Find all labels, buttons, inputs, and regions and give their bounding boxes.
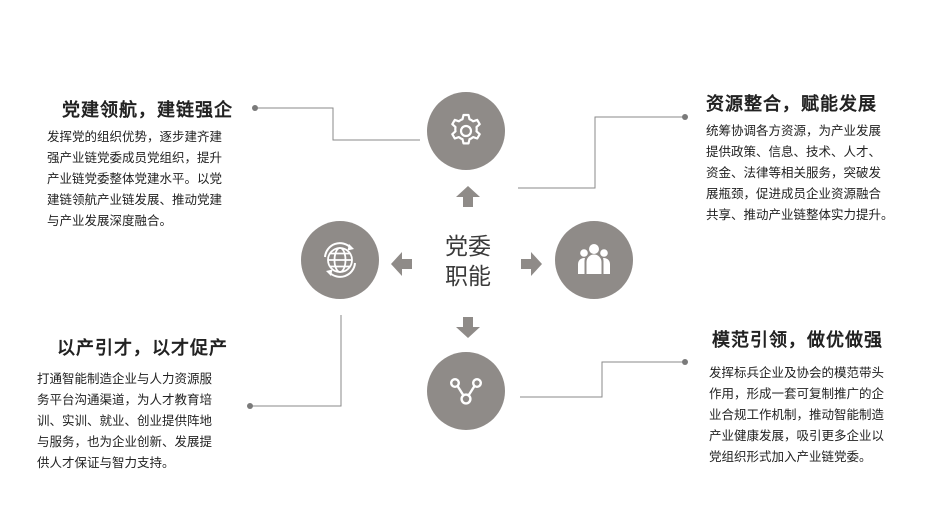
connector-dot-top-right: [682, 114, 688, 120]
connector-dot-top-left: [252, 105, 258, 111]
title-bottom-left: 以产引才，以才促产: [57, 338, 228, 359]
desc-bottom-right: 发挥标兵企业及协会的模范带头 作用，形成一套可复制推广的企 业合规工作机制，推动…: [709, 362, 884, 467]
desc-line: 共享、推动产业链整体实力提升。: [706, 207, 894, 222]
node-right: [555, 221, 633, 299]
center-label-line1: 党委: [445, 234, 491, 260]
arrow-down: [456, 317, 480, 338]
desc-line: 资金、法律等相关服务，突破发: [706, 165, 882, 180]
title-bottom-right: 模范引领，做优做强: [712, 330, 883, 351]
desc-top-left: 发挥党的组织优势，逐步建齐建 强产业链党委成员党组织，提升 产业链党委整体党建水…: [47, 126, 222, 231]
gear-icon: [451, 113, 481, 145]
desc-bottom-left: 打通智能制造企业与人力资源服 务平台沟通渠道，为人才教育培 训、实训、就业、创业…: [37, 368, 212, 473]
node-left: [301, 221, 379, 299]
connector-bottom-right: [520, 361, 685, 398]
desc-top-right: 统筹协调各方资源，为产业发展 提供政策、信息、技术、人才、 资金、法律等相关服务…: [706, 120, 894, 225]
title-top-left: 党建领航，建链强企: [62, 100, 233, 121]
desc-line: 统筹协调各方资源，为产业发展: [706, 123, 882, 138]
desc-line: 展瓶颈，促进成员企业资源融合: [706, 186, 882, 201]
center-label-line2: 职能: [445, 264, 491, 290]
desc-line: 务平台沟通渠道，为人才教育培: [37, 392, 213, 407]
desc-line: 与产业发展深度融合。: [47, 213, 173, 228]
desc-line: 提供政策、信息、技术、人才、: [706, 144, 882, 159]
desc-line: 强产业链党委成员党组织，提升: [47, 150, 223, 165]
node-top: [427, 92, 505, 170]
desc-line: 业合规工作机制，推动智能制造: [709, 407, 885, 422]
desc-line: 发挥党的组织优势，逐步建齐建: [47, 129, 223, 144]
globe-icon: [324, 242, 356, 278]
arrow-left: [391, 252, 412, 276]
desc-line: 与服务，也为企业创新、发展提: [37, 434, 213, 449]
desc-line: 产业健康发展，吸引更多企业以: [709, 428, 885, 443]
desc-line: 作用，形成一套可复制推广的企: [709, 386, 885, 401]
connector-dot-bottom-left: [247, 403, 253, 409]
desc-line: 打通智能制造企业与人力资源服: [37, 371, 213, 386]
connector-bottom-left: [250, 315, 342, 407]
desc-line: 供人才保证与智力支持。: [37, 455, 175, 470]
connector-top-right: [518, 116, 685, 189]
title-top-right: 资源整合，赋能发展: [706, 94, 877, 115]
connector-top-left: [255, 107, 420, 141]
network-node-icon: [449, 377, 483, 405]
connector-dot-bottom-right: [682, 359, 688, 365]
desc-line: 建链领航产业链发展、推动党建: [47, 192, 223, 207]
people-group-icon: [578, 244, 610, 274]
desc-line: 训、实训、就业、创业提供阵地: [37, 413, 213, 428]
desc-line: 党组织形式加入产业链党委。: [709, 449, 872, 464]
arrow-up: [456, 186, 480, 207]
desc-line: 产业链党委整体党建水平。以党: [47, 171, 223, 186]
node-bottom: [427, 352, 505, 430]
desc-line: 发挥标兵企业及协会的模范带头: [709, 365, 885, 380]
center-label: 党委 职能: [426, 232, 510, 292]
arrow-right: [521, 252, 542, 276]
